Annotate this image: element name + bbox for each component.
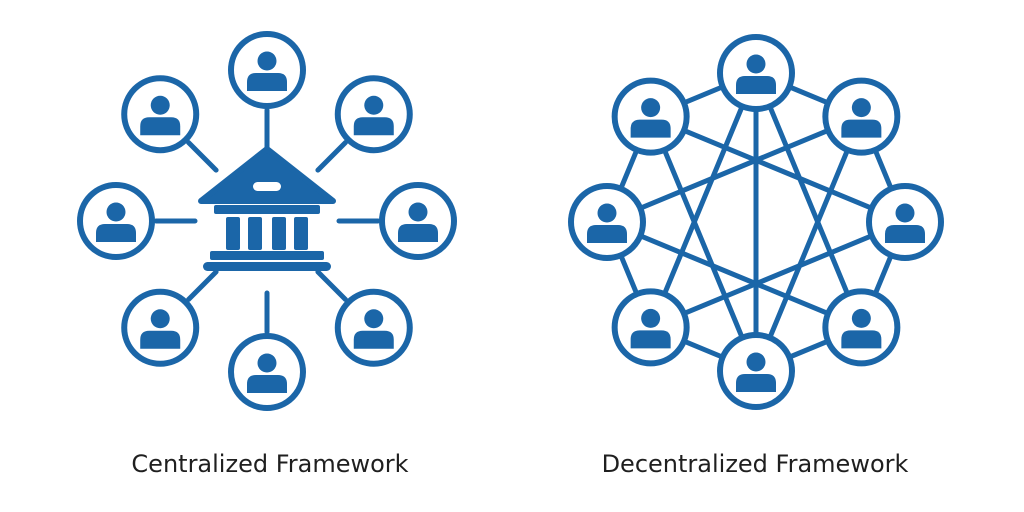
centralized-user-node-4 — [334, 288, 413, 367]
user-icon — [398, 202, 438, 242]
mesh-line-4 — [648, 219, 908, 330]
decentralized-user-node-3 — [866, 183, 944, 261]
user-icon — [630, 98, 671, 138]
spoke-line-4 — [315, 269, 348, 302]
mesh-line-3 — [753, 114, 864, 374]
mesh-line-5 — [648, 114, 908, 225]
decentralized-user-node-5 — [717, 332, 795, 410]
spoke-line-6 — [186, 269, 219, 302]
decentralized-diagram — [568, 34, 944, 410]
centralized-user-node-3 — [379, 182, 457, 260]
user-icon — [353, 95, 394, 136]
user-icon — [736, 352, 776, 392]
spoke-line-2 — [315, 140, 348, 173]
centralized-user-node-1 — [228, 31, 306, 109]
user-icon — [96, 202, 136, 242]
mesh-line-2 — [604, 114, 864, 225]
decentralized-user-node-1 — [717, 34, 795, 112]
mesh-line-9 — [648, 114, 759, 374]
user-icon — [353, 309, 394, 349]
mesh-line-6 — [604, 219, 864, 330]
user-icon — [587, 203, 627, 243]
decentralized-user-node-4 — [822, 288, 901, 367]
decentralized-user-node-2 — [822, 77, 901, 156]
centralized-user-node-5 — [228, 333, 306, 411]
user-icon — [841, 98, 882, 138]
decentralized-caption: Decentralized Framework — [601, 450, 909, 478]
user-icon — [140, 309, 181, 349]
centralized-user-node-6 — [121, 288, 200, 367]
user-icon — [736, 54, 776, 94]
mesh-line-7 — [753, 70, 864, 330]
centralized-user-node-8 — [121, 75, 200, 154]
centralized-caption: Centralized Framework — [131, 450, 409, 478]
decentralized-user-node-7 — [568, 183, 646, 261]
user-icon — [630, 308, 671, 349]
user-icon — [841, 308, 882, 349]
user-icon — [247, 353, 287, 393]
bank-building-icon — [198, 146, 336, 271]
centralized-user-node-2 — [334, 75, 413, 154]
user-icon — [247, 51, 287, 91]
decentralized-user-node-8 — [611, 77, 690, 156]
user-icon — [885, 203, 925, 243]
mesh-line-8 — [648, 70, 759, 330]
decentralized-user-node-6 — [611, 288, 690, 367]
user-icon — [140, 95, 181, 136]
spoke-line-8 — [186, 140, 219, 173]
centralized-diagram — [77, 31, 457, 411]
centralized-user-node-7 — [77, 182, 155, 260]
